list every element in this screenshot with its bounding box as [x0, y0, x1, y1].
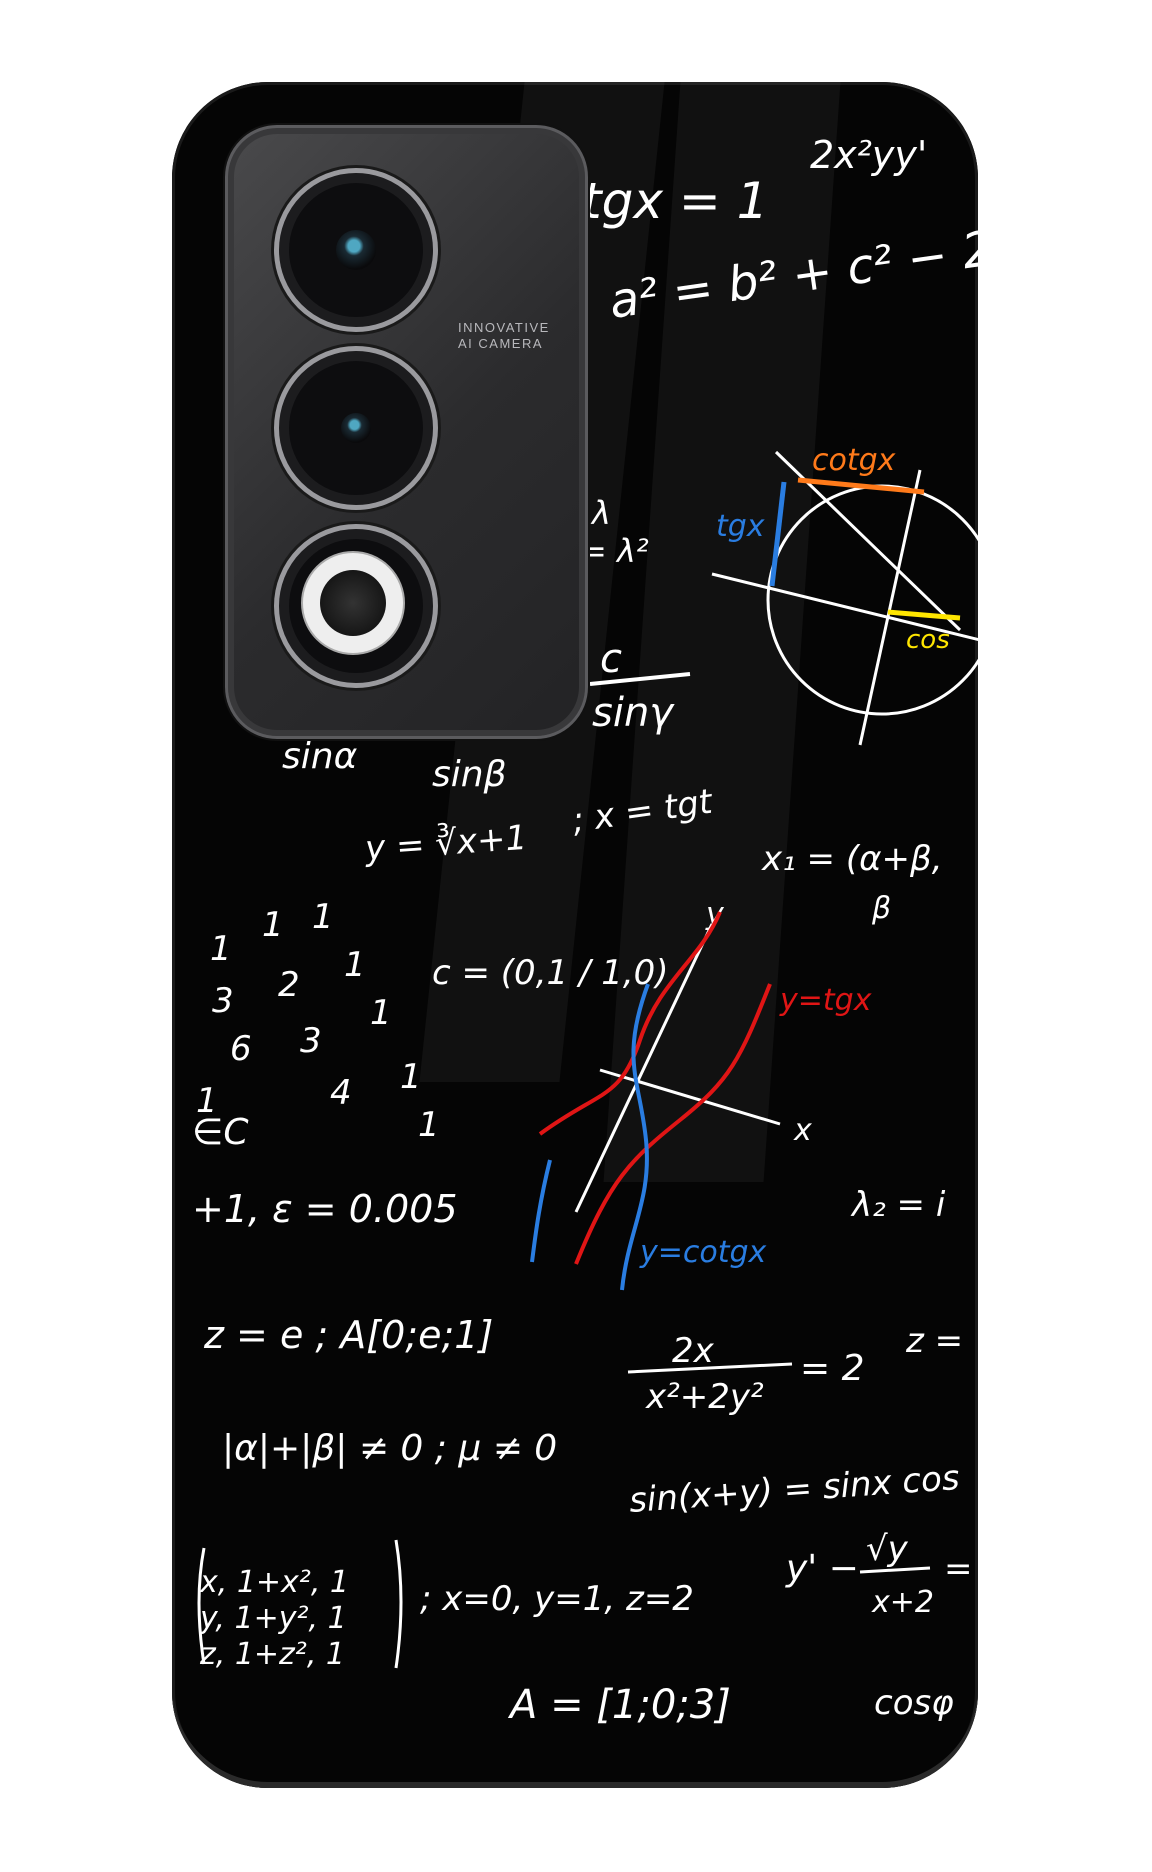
tg-cotg-graph: y x y=tgx y=cotgx: [530, 897, 872, 1291]
formula: |α|+|β| ≠ 0 ; μ ≠ 0: [222, 1428, 557, 1469]
svg-text:y, 1+y², 1: y, 1+y², 1: [199, 1601, 347, 1636]
svg-text:1: 1: [370, 993, 392, 1033]
phone-case: 2x²yy' tgx = 1 a² = b² + c² − 2 λ = λ² c…: [172, 82, 978, 1788]
formula: c = (0,1 / 1,0): [432, 953, 669, 993]
formula: a² = b² + c² − 2: [606, 221, 978, 330]
svg-text:x, 1+x², 1: x, 1+x², 1: [199, 1565, 349, 1600]
formula: y = ∛x+1: [363, 817, 529, 869]
formula: x²+2y²: [645, 1377, 764, 1417]
formula: tgx = 1: [582, 172, 768, 230]
camera-label: INNOVATIVE AI CAMERA: [458, 320, 550, 351]
svg-text:y=tgx: y=tgx: [779, 983, 872, 1018]
formula: x₁ = (α+β,: [761, 839, 943, 879]
camera-module: INNOVATIVE AI CAMERA: [225, 125, 588, 739]
formula: +1, ε = 0.005: [192, 1187, 458, 1231]
formula: ; x = tgt: [570, 781, 717, 840]
unit-circle-diagram: cotgx tgx cos: [711, 443, 978, 746]
formula: sinγ: [592, 690, 675, 736]
camera-lens: [274, 346, 438, 510]
svg-text:tgx: tgx: [716, 509, 765, 544]
formula: y' −: [785, 1548, 859, 1589]
formula: sin(x+y) = sinx cos: [628, 1458, 961, 1521]
svg-text:cos: cos: [906, 625, 950, 655]
number-cluster: 1 1 1 2 1 3 1 6 3 4 1 1 1: [196, 897, 440, 1145]
svg-text:1: 1: [344, 945, 366, 985]
formula: sinβ: [432, 754, 507, 795]
svg-text:1: 1: [210, 929, 232, 969]
svg-text:y=cotgx: y=cotgx: [639, 1235, 767, 1270]
formula: ∈C: [192, 1112, 249, 1153]
formula: 2x: [672, 1331, 715, 1371]
formula: c: [600, 636, 622, 682]
formula: =: [944, 1549, 973, 1589]
formula: z =: [905, 1321, 963, 1361]
svg-text:1: 1: [400, 1057, 422, 1097]
formula: λ: [590, 494, 611, 532]
svg-text:cotgx: cotgx: [812, 443, 896, 478]
matrix: x, 1+x², 1 y, 1+y², 1 z, 1+z², 1: [197, 1539, 403, 1672]
formula: λ₂ = i: [850, 1185, 946, 1225]
svg-text:3: 3: [212, 981, 234, 1021]
formula: A = [1;0;3]: [507, 1682, 731, 1728]
formula: = λ²: [580, 532, 649, 570]
formula: = 2: [800, 1348, 865, 1389]
math-artwork: 2x²yy' tgx = 1 a² = b² + c² − 2 λ = λ² c…: [192, 133, 978, 1728]
formula: ; x=0, y=1, z=2: [420, 1579, 694, 1619]
formula: β: [871, 891, 891, 926]
formula: z = e ; A[0;e;1]: [203, 1313, 493, 1357]
svg-text:z, 1+z², 1: z, 1+z², 1: [199, 1637, 345, 1672]
formula: x+2: [871, 1585, 934, 1620]
formula: √y: [866, 1529, 909, 1569]
svg-text:x: x: [793, 1113, 812, 1148]
formula: sinα: [282, 736, 358, 777]
svg-text:1: 1: [418, 1105, 440, 1145]
svg-text:1: 1: [262, 905, 284, 945]
svg-text:6: 6: [230, 1029, 252, 1069]
svg-text:4: 4: [330, 1073, 352, 1113]
svg-text:3: 3: [300, 1021, 322, 1061]
formula: 2x²yy': [810, 133, 927, 177]
flash-ring: [274, 524, 438, 688]
svg-text:y: y: [705, 897, 725, 932]
camera-lens: [274, 168, 438, 332]
svg-text:1: 1: [196, 1081, 218, 1121]
svg-text:1: 1: [312, 897, 334, 937]
svg-text:2: 2: [278, 965, 300, 1005]
formula: cosφ: [874, 1683, 954, 1723]
